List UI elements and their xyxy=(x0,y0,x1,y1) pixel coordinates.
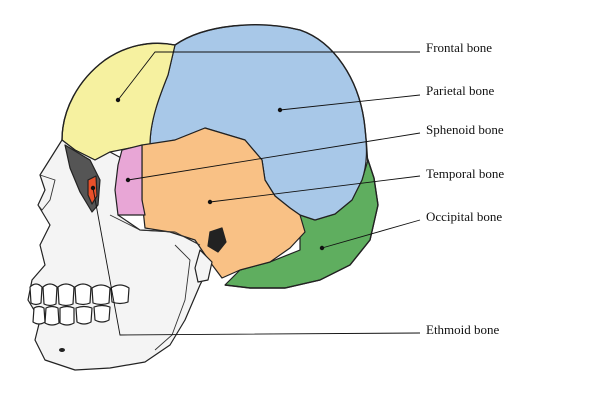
label-ethmoid-bone: Ethmoid bone xyxy=(426,322,500,337)
zygomatic-arch xyxy=(109,214,201,246)
label-frontal-bone: Frontal bone xyxy=(426,40,492,55)
leader-sphenoid xyxy=(127,132,421,181)
label-parietal-bone: Parietal bone xyxy=(426,83,494,98)
lower-teeth xyxy=(32,304,111,326)
label-occipital-bone: Occipital bone xyxy=(426,209,502,224)
leader-parietal xyxy=(279,94,421,111)
temporal-bone-region xyxy=(141,127,306,279)
leader-temporal xyxy=(209,175,421,203)
leader-occipital xyxy=(321,219,421,249)
ear-canal xyxy=(207,227,227,253)
dot-frontal xyxy=(115,97,121,103)
dot-sphenoid xyxy=(125,177,131,183)
leader-frontal xyxy=(117,51,420,101)
upper-teeth xyxy=(29,283,130,307)
dot-temporal xyxy=(207,199,213,205)
dot-ethmoid xyxy=(90,185,96,191)
nasal-cavity xyxy=(37,174,56,211)
mandible-outline xyxy=(154,244,191,351)
mandible-condyle xyxy=(194,249,213,283)
mental-foramen xyxy=(59,348,65,352)
dot-occipital xyxy=(319,245,325,251)
label-sphenoid-bone: Sphenoid bone xyxy=(426,122,504,137)
dot-parietal xyxy=(277,107,283,113)
leader-lines xyxy=(90,51,421,336)
leader-ethmoid xyxy=(92,187,421,336)
skull-outline xyxy=(61,24,379,289)
label-temporal-bone: Temporal bone xyxy=(426,166,504,181)
